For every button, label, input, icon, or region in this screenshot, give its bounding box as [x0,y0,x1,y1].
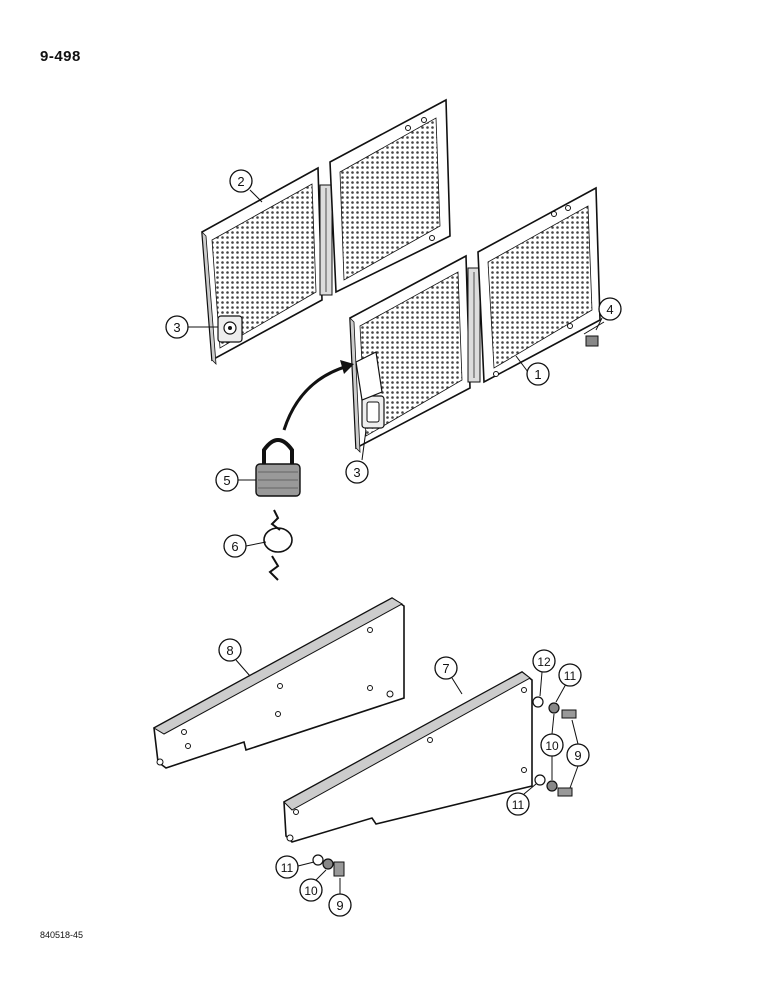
callout-11-upper-label: 11 [564,669,577,683]
bolt-icon [583,321,605,347]
callout-12: 12 [532,649,556,697]
padlock-arrow [282,360,354,431]
bracket-rear [152,597,405,769]
bracket-front [283,671,533,843]
latch-rear [217,315,243,343]
door-panel-right-rear [329,98,451,294]
callout-3-front: 3 [345,429,369,484]
callout-3-rear-label: 3 [173,320,180,335]
key-ring-icon [263,509,293,581]
callout-11-mid: 11 [506,783,537,816]
page-number: 9-498 [40,48,81,65]
door-panel-left-rear [201,166,323,366]
hardware-stack-upper [532,696,577,797]
callout-7-label: 7 [442,661,449,676]
callout-2-label: 2 [237,174,244,189]
callout-10-lower-label: 10 [304,884,318,898]
callout-4-label: 4 [606,302,613,317]
door-hinge-front [467,267,481,383]
reference-code: 840518-45 [40,930,84,940]
callout-6: 6 [223,534,267,558]
callout-3-front-label: 3 [353,465,360,480]
callout-2: 2 [229,169,263,203]
door-panel-right-front [477,186,601,384]
callout-11-upper: 11 [555,663,582,703]
callout-10-upper-label: 10 [545,739,559,753]
callout-1: 1 [515,355,550,386]
callout-5: 5 [215,468,256,492]
callout-10-lower: 10 [299,869,327,902]
latch-front [355,351,385,429]
padlock-icon [255,438,301,497]
callout-8: 8 [218,638,251,677]
callout-12-label: 12 [537,655,551,669]
callout-10-upper: 10 [540,713,564,780]
door-hinge-rear [319,184,333,296]
callout-11-mid-label: 11 [512,798,525,812]
callout-9-lower: 9 [328,878,352,917]
callout-9-upper: 9 [566,719,590,789]
callout-7: 7 [434,656,463,695]
callout-3-rear: 3 [165,315,218,339]
hardware-stack-lower [312,854,345,877]
callout-11-lower-label: 11 [281,861,294,875]
callout-4: 4 [595,297,622,331]
callout-1-label: 1 [534,367,541,382]
callout-8-label: 8 [226,643,233,658]
callout-5-label: 5 [223,473,230,488]
callout-9-lower-label: 9 [336,898,343,913]
callout-6-label: 6 [231,539,238,554]
callout-9-upper-label: 9 [574,748,581,763]
callout-11-lower: 11 [275,855,315,879]
